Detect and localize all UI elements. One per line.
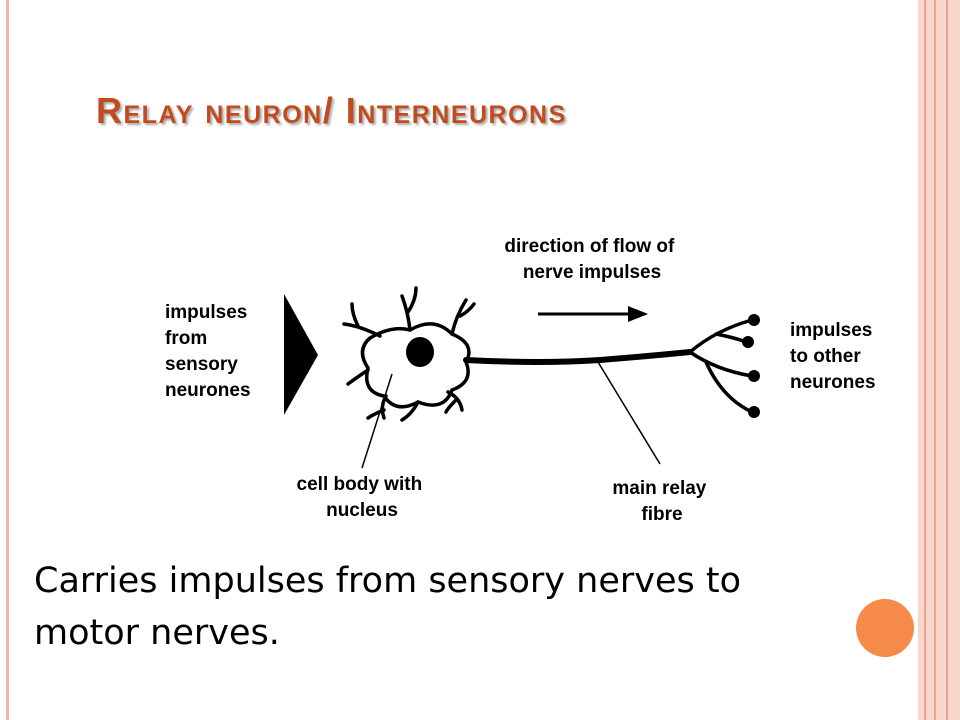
label-cell-body: cell body with nucleus — [297, 474, 428, 521]
dendrites — [342, 286, 476, 422]
cell-body-leader-line — [361, 373, 393, 469]
label-main-relay-fibre: main relay fibre — [612, 478, 711, 525]
right-decorative-band — [918, 0, 960, 720]
orange-accent-circle — [856, 599, 914, 657]
right-band-line — [934, 0, 936, 720]
axon-terminals — [688, 318, 754, 414]
flow-arrow-head — [628, 306, 648, 322]
terminal-knob — [748, 406, 760, 418]
terminal-knob — [742, 336, 754, 348]
slide-title: Relay neuron/ Interneurons — [96, 90, 567, 131]
label-direction-of-flow: direction of flow of nerve impulses — [504, 236, 679, 283]
right-band-line — [924, 0, 926, 720]
axon-fibre — [463, 349, 693, 365]
incoming-impulse-wedge — [284, 294, 318, 415]
nucleus — [406, 337, 434, 367]
slide-caption: Carries impulses from sensory nerves to … — [34, 561, 741, 653]
right-band-line — [946, 0, 948, 720]
left-border-stripe — [6, 0, 9, 720]
main-relay-leader-line — [597, 361, 661, 465]
terminal-knob — [748, 314, 760, 326]
terminal-knobs — [742, 314, 760, 418]
label-impulses-from: impulses from sensory neurones — [165, 302, 253, 401]
label-impulses-to: impulses to other neurones — [790, 320, 878, 393]
terminal-knob — [748, 370, 760, 382]
cell-body — [360, 322, 471, 409]
